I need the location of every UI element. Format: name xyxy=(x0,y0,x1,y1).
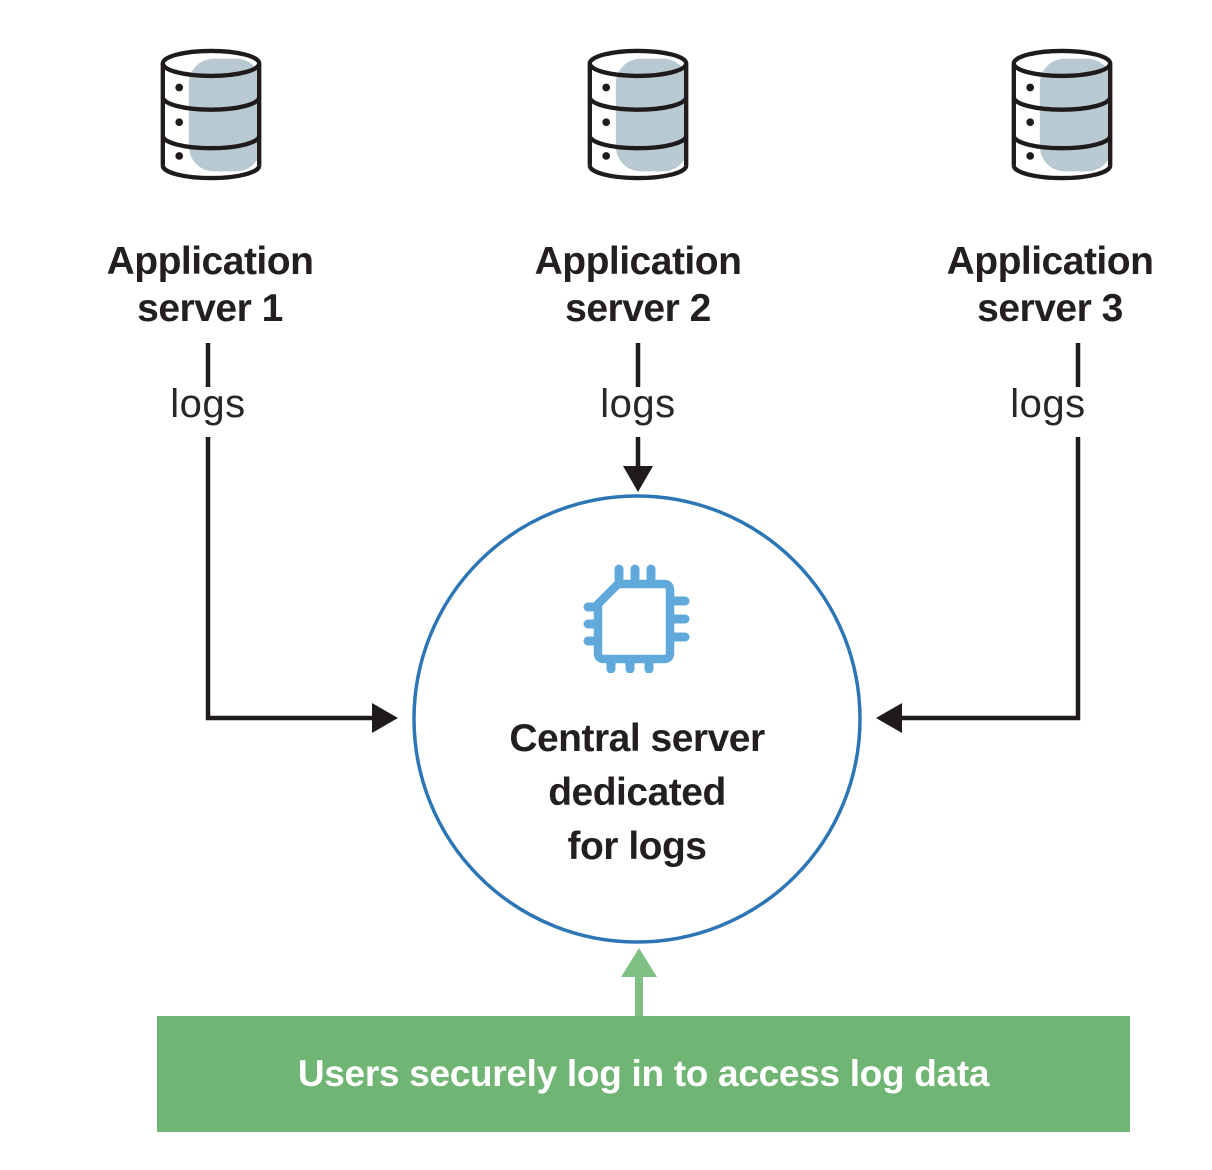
server-3-arrowhead xyxy=(876,703,902,733)
users-banner: Users securely log in to access log data xyxy=(157,1016,1130,1132)
server-1-label-line2: server 1 xyxy=(137,287,283,330)
central-server-label-line3: for logs xyxy=(567,825,708,868)
server-1-label: Application server 1 xyxy=(40,238,380,332)
logs-flow-label-1: logs xyxy=(170,382,246,426)
server-1-arrowhead xyxy=(372,703,398,733)
cpu-chip-icon xyxy=(583,564,690,673)
users-banner-text: Users securely log in to access log data xyxy=(297,1053,990,1094)
server-1-label-line1: Application xyxy=(106,240,314,283)
logs-flow-label-2: logs xyxy=(600,382,676,426)
database-icon xyxy=(1011,48,1113,181)
server-3-connector xyxy=(899,343,1081,721)
logs-flow-label-3: logs xyxy=(1010,382,1086,426)
server-1-connector xyxy=(205,343,376,721)
central-server-label-line2: dedicated xyxy=(548,771,726,814)
user-access-arrow xyxy=(621,948,657,1018)
central-server-circle xyxy=(412,494,862,944)
server-3-label: Application server 3 xyxy=(880,238,1212,332)
server-2-label-line1: Application xyxy=(534,240,742,283)
central-server-label-line1: Central server xyxy=(509,717,765,760)
server-2-label-line2: server 2 xyxy=(565,287,711,330)
server-3-label-line1: Application xyxy=(946,240,1154,283)
database-icon xyxy=(160,48,262,181)
database-icon xyxy=(587,48,689,181)
central-server-label: Central server dedicated for logs xyxy=(437,712,837,874)
server-3-label-line2: server 3 xyxy=(977,287,1123,330)
server-2-arrowhead xyxy=(623,466,653,492)
server-2-label: Application server 2 xyxy=(468,238,808,332)
